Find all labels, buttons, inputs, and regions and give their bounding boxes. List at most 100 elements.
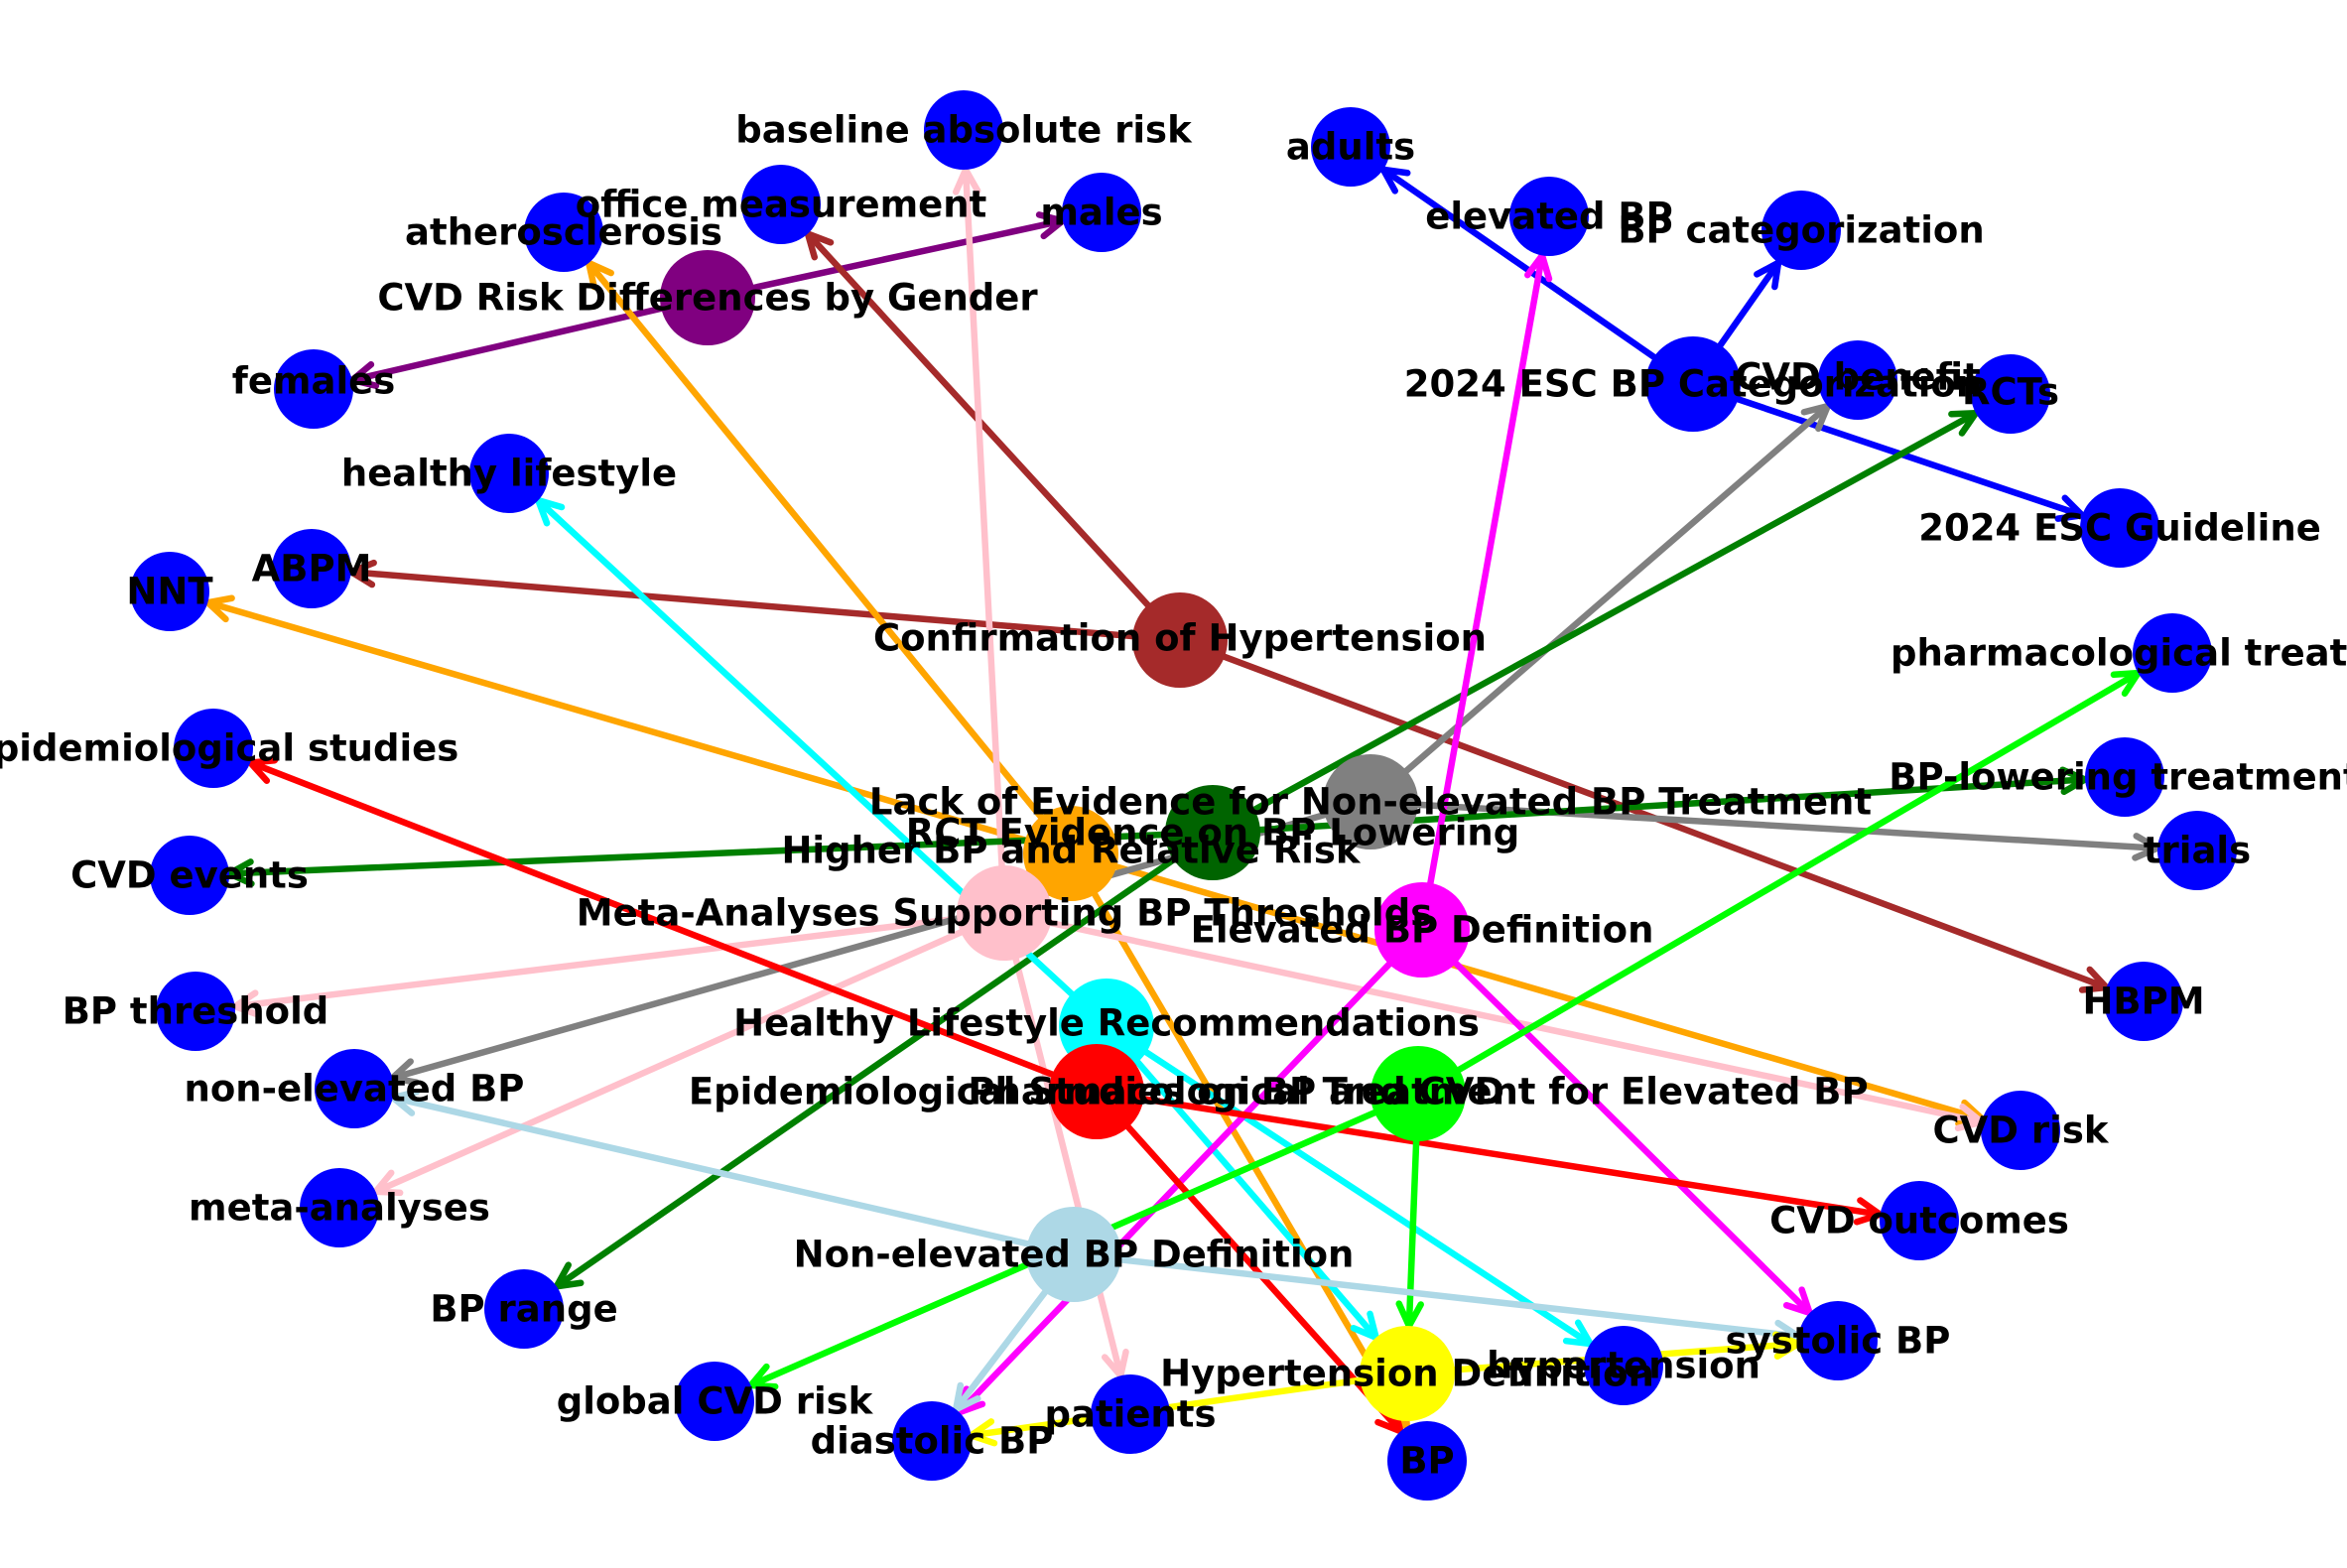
node-label-patients: patients bbox=[1045, 1393, 1217, 1436]
node-epi-cvd[interactable] bbox=[1049, 1044, 1144, 1139]
node-bp-threshold[interactable] bbox=[156, 972, 235, 1051]
node-hbpm[interactable] bbox=[2104, 962, 2183, 1041]
node-adults[interactable] bbox=[1311, 107, 1390, 187]
node-baseline-abs-risk[interactable] bbox=[924, 90, 1003, 170]
node-label-healthy-rec: Healthy Lifestyle Recommendations bbox=[733, 1002, 1480, 1045]
node-label-global-cvd-risk: global CVD risk bbox=[557, 1380, 874, 1423]
node-diastolic-bp[interactable] bbox=[892, 1401, 972, 1481]
edge-line bbox=[962, 169, 1008, 917]
node-cvd-outcomes[interactable] bbox=[1880, 1181, 1959, 1260]
node-esc-cat[interactable] bbox=[1645, 336, 1741, 432]
arrowhead bbox=[247, 756, 279, 784]
node-abpm[interactable] bbox=[272, 529, 351, 608]
node-label-nnt: NNT bbox=[126, 571, 213, 613]
node-higher-bp[interactable] bbox=[1023, 806, 1118, 901]
node-meta-thresholds[interactable] bbox=[957, 865, 1052, 961]
node-office-measurement[interactable] bbox=[741, 165, 821, 244]
edge-line bbox=[234, 909, 1008, 1010]
edge-elevated_def-to-elevated_bp bbox=[1418, 252, 1553, 934]
node-rcts[interactable] bbox=[1971, 354, 2050, 434]
node-label-cvd-benefit: CVD benefit bbox=[1735, 356, 1981, 399]
node-bp-categorization[interactable] bbox=[1761, 191, 1841, 270]
node-label-epi-cvd: Epidemiological Studies on BP and CVD bbox=[689, 1071, 1504, 1113]
edge-line bbox=[1093, 1088, 1402, 1433]
node-label-confirm-htn: Confirmation of Hypertension bbox=[873, 617, 1487, 660]
node-label-cvd-gender: CVD Risk Differences by Gender bbox=[377, 277, 1038, 320]
node-global-cvd-risk[interactable] bbox=[675, 1362, 754, 1441]
node-non-elevated-def[interactable] bbox=[1026, 1207, 1121, 1302]
node-cvd-risk[interactable] bbox=[1981, 1091, 2060, 1170]
edge-meta_thresholds-to-cvd_risk bbox=[1000, 909, 1986, 1132]
node-label-abpm: ABPM bbox=[252, 548, 372, 590]
arrowhead bbox=[2054, 494, 2086, 522]
edge-line bbox=[1176, 636, 2107, 990]
node-label-bp-range: BP range bbox=[430, 1288, 617, 1331]
node-meta-analyses[interactable] bbox=[300, 1168, 379, 1247]
node-patients[interactable] bbox=[1091, 1374, 1170, 1454]
edge-line bbox=[958, 926, 1426, 1414]
node-esc-guideline[interactable] bbox=[2080, 488, 2159, 568]
node-healthy-lifestyle[interactable] bbox=[469, 434, 549, 513]
node-label-trials: trials bbox=[2144, 830, 2251, 872]
edge-line bbox=[1367, 798, 2158, 851]
arrowhead bbox=[2059, 766, 2089, 796]
node-pharm-elevated[interactable] bbox=[1370, 1046, 1466, 1141]
node-epi-studies[interactable] bbox=[174, 709, 253, 788]
arrowhead bbox=[2078, 966, 2110, 993]
node-elevated-def[interactable] bbox=[1374, 882, 1470, 978]
edge-pharm_elevated-to-pharm_treatment bbox=[1414, 669, 2142, 1098]
node-label-healthy-lifestyle: healthy lifestyle bbox=[341, 453, 677, 495]
node-label-systolic-bp: systolic BP bbox=[1726, 1320, 1951, 1363]
node-nnt[interactable] bbox=[130, 552, 209, 631]
edge-line bbox=[1103, 1022, 1592, 1346]
node-label-cvd-outcomes: CVD outcomes bbox=[1769, 1200, 2069, 1242]
node-label-elevated-bp: elevated BP bbox=[1425, 196, 1672, 238]
node-cvd-events[interactable] bbox=[150, 836, 229, 915]
node-systolic-bp[interactable] bbox=[1798, 1301, 1878, 1380]
node-lack-evidence[interactable] bbox=[1323, 754, 1418, 849]
node-htn-def[interactable] bbox=[1360, 1326, 1455, 1421]
edge-confirm_htn-to-hbpm bbox=[1176, 636, 2110, 993]
node-pharm-treatment[interactable] bbox=[2133, 613, 2212, 693]
edge-line bbox=[556, 829, 1217, 1288]
node-label-meta-thresholds: Meta-Analyses Supporting BP Thresholds bbox=[577, 892, 1433, 935]
edge-lack_evidence-to-cvd_benefit bbox=[1367, 402, 1832, 806]
arrowhead bbox=[952, 166, 981, 196]
node-non-elevated-bp[interactable] bbox=[315, 1049, 394, 1128]
edge-line bbox=[1689, 380, 2083, 518]
node-label-adults: adults bbox=[1286, 126, 1415, 169]
node-females[interactable] bbox=[274, 349, 353, 429]
edge-line bbox=[249, 760, 1101, 1096]
node-label-higher-bp: Higher BP and Relative Risk bbox=[781, 830, 1361, 872]
node-cvd-benefit[interactable] bbox=[1818, 340, 1897, 420]
edge-line bbox=[1414, 671, 2140, 1098]
node-hypertension[interactable] bbox=[1584, 1326, 1663, 1405]
nodes-layer bbox=[130, 90, 2237, 1501]
edge-esc_cat-to-esc_guideline bbox=[1689, 380, 2086, 522]
node-label-rct-evidence: RCT Evidence on BP Lowering bbox=[906, 812, 1520, 854]
node-label-elevated-def: Elevated BP Definition bbox=[1191, 909, 1654, 952]
node-males[interactable] bbox=[1062, 173, 1141, 252]
arrowhead bbox=[1853, 1197, 1884, 1226]
edge-meta_thresholds-to-patients bbox=[1000, 909, 1129, 1379]
node-bp[interactable] bbox=[1387, 1421, 1467, 1501]
node-bp-range[interactable] bbox=[484, 1269, 564, 1349]
node-cvd-gender[interactable] bbox=[660, 250, 755, 345]
node-label-lack-evidence: Lack of Evidence for Non-elevated BP Tre… bbox=[869, 781, 1872, 824]
edge-line bbox=[971, 1370, 1411, 1439]
node-rct-evidence[interactable] bbox=[1165, 785, 1260, 880]
edge-line bbox=[1000, 909, 1983, 1125]
node-trials[interactable] bbox=[2157, 811, 2237, 890]
node-bp-lowering-treatment[interactable] bbox=[2085, 737, 2164, 817]
node-label-esc-guideline: 2024 ESC Guideline bbox=[1918, 507, 2321, 550]
edge-meta_thresholds-to-baseline_abs_risk bbox=[952, 166, 1008, 917]
node-atherosclerosis[interactable] bbox=[524, 193, 603, 272]
node-elevated-bp[interactable] bbox=[1509, 177, 1589, 256]
edge-line bbox=[351, 294, 712, 383]
edge-line bbox=[704, 217, 1064, 302]
edge-line bbox=[1067, 849, 1409, 1428]
node-confirm-htn[interactable] bbox=[1132, 592, 1228, 688]
arrowhead bbox=[1524, 252, 1553, 283]
labels-layer: 2024 ESC BP Categorizationadultselevated… bbox=[0, 109, 2347, 1483]
